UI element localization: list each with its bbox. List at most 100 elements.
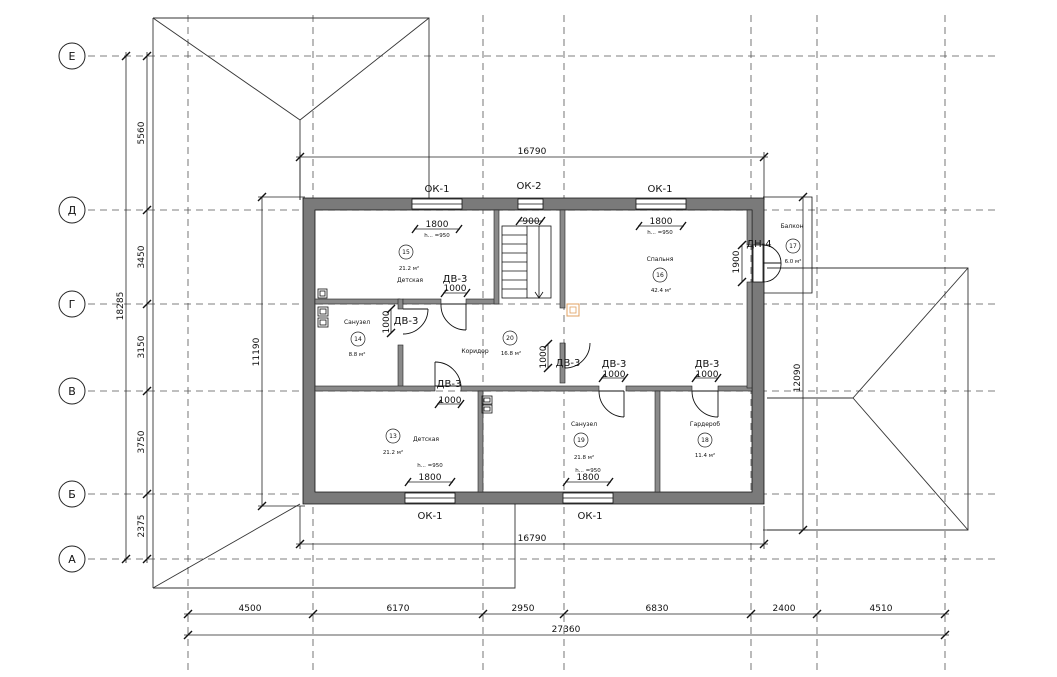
svg-text:1000: 1000 [539,345,549,368]
bottom-dimension: 16790 [295,506,769,549]
mark-window-top-left: ОК-1 [425,184,450,195]
svg-text:Коридор: Коридор [461,348,488,355]
dim-top-width: 16790 [518,147,547,157]
window-top-right [635,198,687,210]
svg-text:21.8 м²: 21.8 м² [574,454,594,461]
svg-text:Д: Д [68,204,77,217]
dim-left-inner: 11190 [252,337,262,366]
dim-left-5: 2375 [137,515,147,538]
svg-text:1000: 1000 [603,370,626,380]
svg-text:1000: 1000 [444,284,467,294]
svg-text:В: В [68,385,76,398]
mark-door-balcony: ДН-4 [746,239,771,250]
window-top-mid [517,198,544,210]
room-16: Спальня 16 42.4 м² [647,256,674,294]
svg-text:18: 18 [701,437,709,444]
dim-right-height: 12090 [793,363,803,392]
balcony-door-opening [752,244,764,283]
axis-bubble-e: Е [58,42,86,70]
dim-bottom-5: 2400 [773,604,796,614]
dim-bottom-1: 4500 [239,604,262,614]
dim-left-1: 5560 [137,121,147,144]
bottom-grid-dimensions: 4500 6170 2950 6830 2400 4510 27360 [183,604,950,640]
svg-text:1800: 1800 [650,217,673,227]
svg-text:1800: 1800 [419,473,442,483]
mark-door-stair: ДВ-3 [556,358,581,369]
svg-text:1900: 1900 [732,250,742,273]
right-dimension: 12090 [763,192,808,535]
grid-lines [88,15,1000,675]
room-18: Гардероб 18 11.4 м² [690,421,720,459]
svg-text:11.4 м²: 11.4 м² [695,452,715,459]
inner-dimensions: 1800 h... =950 900 1800 h... =950 1800 h… [382,216,747,487]
mark-window-bottom-right: ОК-1 [578,511,603,522]
dim-left-3: 3150 [137,335,147,358]
svg-text:900: 900 [522,217,539,227]
svg-text:16: 16 [656,272,664,279]
axis-bubble-a: А [58,545,86,573]
window-bottom-right [562,492,614,504]
dim-left-4: 3750 [137,430,147,453]
fixtures [317,288,580,414]
mark-window-bottom-left: ОК-1 [418,511,443,522]
svg-text:Е: Е [69,50,76,63]
svg-text:h... =950: h... =950 [575,468,601,474]
svg-text:20: 20 [506,335,514,342]
svg-text:17: 17 [789,243,797,250]
axis-bubble-b: Б [58,480,86,508]
dim-bottom-2: 6170 [387,604,410,614]
dim-bottom-6: 4510 [870,604,893,614]
svg-text:19: 19 [577,437,585,444]
windows [404,198,764,504]
svg-text:1000: 1000 [382,310,392,333]
mark-door-15: ДВ-3 [443,274,468,285]
room-labels: 15 21.2 м² Детская Спальня 16 42.4 м² Ба… [344,223,804,461]
mark-door-14: ДВ-3 [394,316,419,327]
dim-bottom-4: 6830 [646,604,669,614]
svg-text:14: 14 [354,336,362,343]
svg-text:Санузел: Санузел [344,319,370,326]
svg-text:Детская: Детская [397,277,423,284]
svg-text:Г: Г [69,298,76,311]
svg-text:1000: 1000 [439,396,462,406]
svg-text:h... =950: h... =950 [424,233,450,239]
svg-text:42.4 м²: 42.4 м² [651,287,671,294]
dim-bottom-width: 16790 [518,534,547,544]
mark-door-18: ДВ-3 [695,359,720,370]
svg-text:Б: Б [68,488,76,501]
svg-text:6.0 м²: 6.0 м² [785,258,802,265]
mark-window-top-mid: ОК-2 [517,181,542,192]
svg-text:Детская: Детская [413,436,439,443]
room-19: Санузел 19 21.8 м² [571,421,597,461]
room-17: Балкон 17 6.0 м² [781,223,804,265]
axis-bubble-d: Д [58,196,86,224]
mark-door-19: ДВ-3 [602,359,627,370]
svg-text:15: 15 [402,249,410,256]
svg-text:1800: 1800 [577,473,600,483]
axis-bubble-g: Г [58,290,86,318]
room-20: 20 Коридор 16.8 м² [461,330,521,357]
dim-bottom-total: 27360 [552,625,581,635]
svg-text:8.8 м²: 8.8 м² [349,351,366,358]
svg-text:1800: 1800 [426,220,449,230]
interior-walls [314,209,753,493]
svg-text:h... =950: h... =950 [647,230,673,236]
doors [402,244,782,418]
window-bottom-left [404,492,456,504]
room-14: Санузел 14 8.8 м² [344,319,370,358]
svg-text:16.8 м²: 16.8 м² [501,350,521,357]
dim-bottom-3: 2950 [512,604,535,614]
dim-left-total: 18285 [116,292,126,321]
room-15: 15 21.2 м² Детская [397,244,423,284]
door-marks: ДВ-3 ДВ-3 ДВ-3 ДВ-3 ДВ-3 ДВ-3 ДН-4 [394,239,772,390]
exterior-walls [302,197,765,505]
dim-left-2: 3450 [137,245,147,268]
room-13: 13 Детская 21.2 м² [383,428,439,456]
svg-text:h... =950: h... =950 [417,463,443,469]
svg-text:Спальня: Спальня [647,256,674,263]
svg-text:Гардероб: Гардероб [690,421,720,428]
top-dimension: 16790 [295,147,769,200]
svg-text:13: 13 [389,433,397,440]
svg-text:21.2 м²: 21.2 м² [383,449,403,456]
